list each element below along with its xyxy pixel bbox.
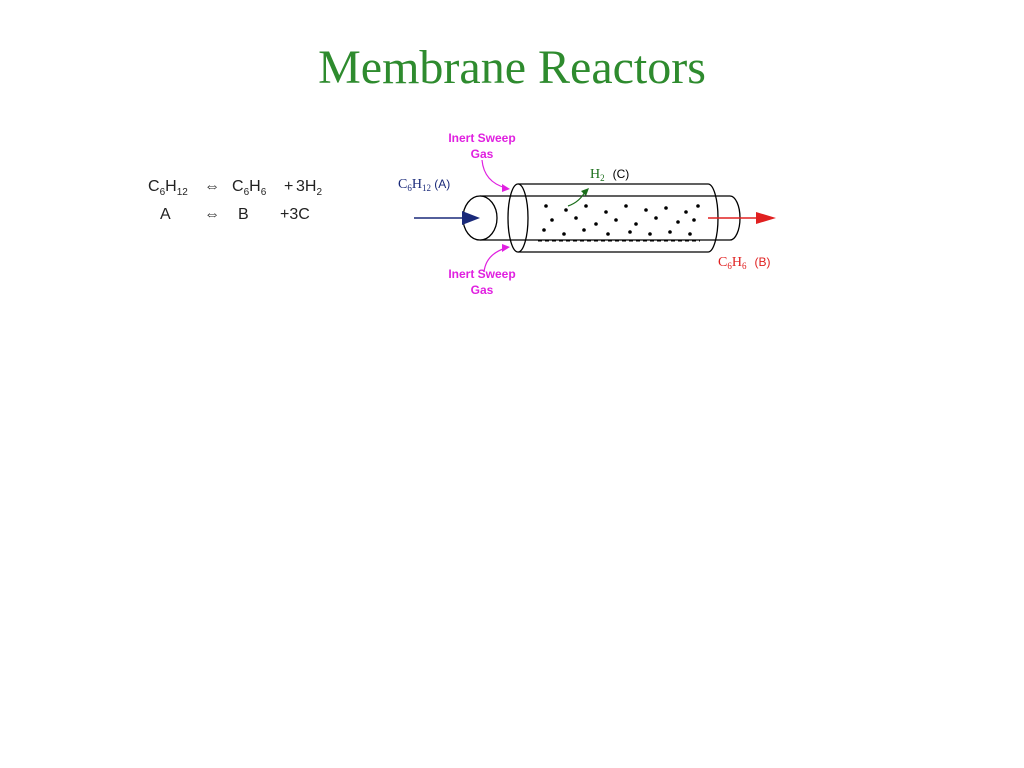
permeate-arrow-head xyxy=(581,188,589,196)
symbol-b: B xyxy=(238,206,249,223)
product-label-h: H xyxy=(732,255,742,270)
reactant-formula: C6H12 xyxy=(148,178,188,198)
product-label-tag: (B) xyxy=(754,255,770,269)
sweep-bottom-arrow-head xyxy=(502,244,510,252)
sweep-top-arrow-head xyxy=(502,184,510,192)
product2-formula: 3H2 xyxy=(296,178,322,198)
product-label-c: C xyxy=(718,255,727,270)
product1-c-sub: 6 xyxy=(243,187,250,199)
slide-title: Membrane Reactors xyxy=(318,41,706,94)
feed-label-h: H xyxy=(412,177,422,192)
sweep-bottom-label-line1: Inert Sweep xyxy=(448,267,515,281)
feed-label-tag: (A) xyxy=(431,177,450,191)
sweep-top-arrow-line xyxy=(481,159,507,189)
symbol-arrow: ⇔ xyxy=(204,206,220,223)
permeate-label-sub: 2 xyxy=(600,173,605,183)
product1-formula: C6H6 xyxy=(232,178,266,198)
product-label-c-sub: 6 xyxy=(727,261,732,271)
feed-label-h-sub: 12 xyxy=(422,183,431,193)
product1-h-sub: 6 xyxy=(260,187,267,199)
product-label-h-sub: 6 xyxy=(742,261,747,271)
equilibrium-arrow: ⇔ xyxy=(204,178,220,195)
product2-h-sub: 2 xyxy=(316,187,323,199)
permeate-label: H2 (C) xyxy=(590,167,629,183)
feed-label-c: C xyxy=(398,177,407,192)
feed-label: C6H12 (A) xyxy=(398,177,450,193)
membrane-reactor-diagram: Inert Sweep Gas Inert Sweep Gas C6H12 (A… xyxy=(380,120,820,320)
outer-shell-left-end xyxy=(507,183,529,253)
symbol-a: A xyxy=(160,206,171,223)
reactant-c: C xyxy=(148,178,160,195)
product1-c: C xyxy=(232,178,244,195)
product2-h: 3H xyxy=(296,178,317,195)
reactant-h-sub: 12 xyxy=(176,187,188,199)
reactant-c-sub: 6 xyxy=(159,187,166,199)
catalyst-particles xyxy=(542,204,700,236)
symbol-c: +3C xyxy=(280,206,310,223)
sweep-top-label-line1: Inert Sweep xyxy=(448,131,515,145)
feed-arrow-head xyxy=(462,211,480,225)
reactor-svg: Inert Sweep Gas Inert Sweep Gas C6H12 (A… xyxy=(398,131,776,297)
outer-shell xyxy=(518,183,719,253)
sweep-top-label-line2: Gas xyxy=(471,147,494,161)
feed-label-c-sub: 6 xyxy=(407,183,412,193)
product1-h: H xyxy=(249,178,261,195)
permeate-label-tag: (C) xyxy=(613,167,630,181)
product-label: C6H6(B) xyxy=(718,255,770,271)
reactant-h: H xyxy=(165,178,177,195)
permeate-label-h: H xyxy=(590,167,600,182)
sweep-bottom-label-line2: Gas xyxy=(471,283,494,297)
product-arrow-head xyxy=(756,212,776,224)
plus-sign: + xyxy=(284,178,294,195)
